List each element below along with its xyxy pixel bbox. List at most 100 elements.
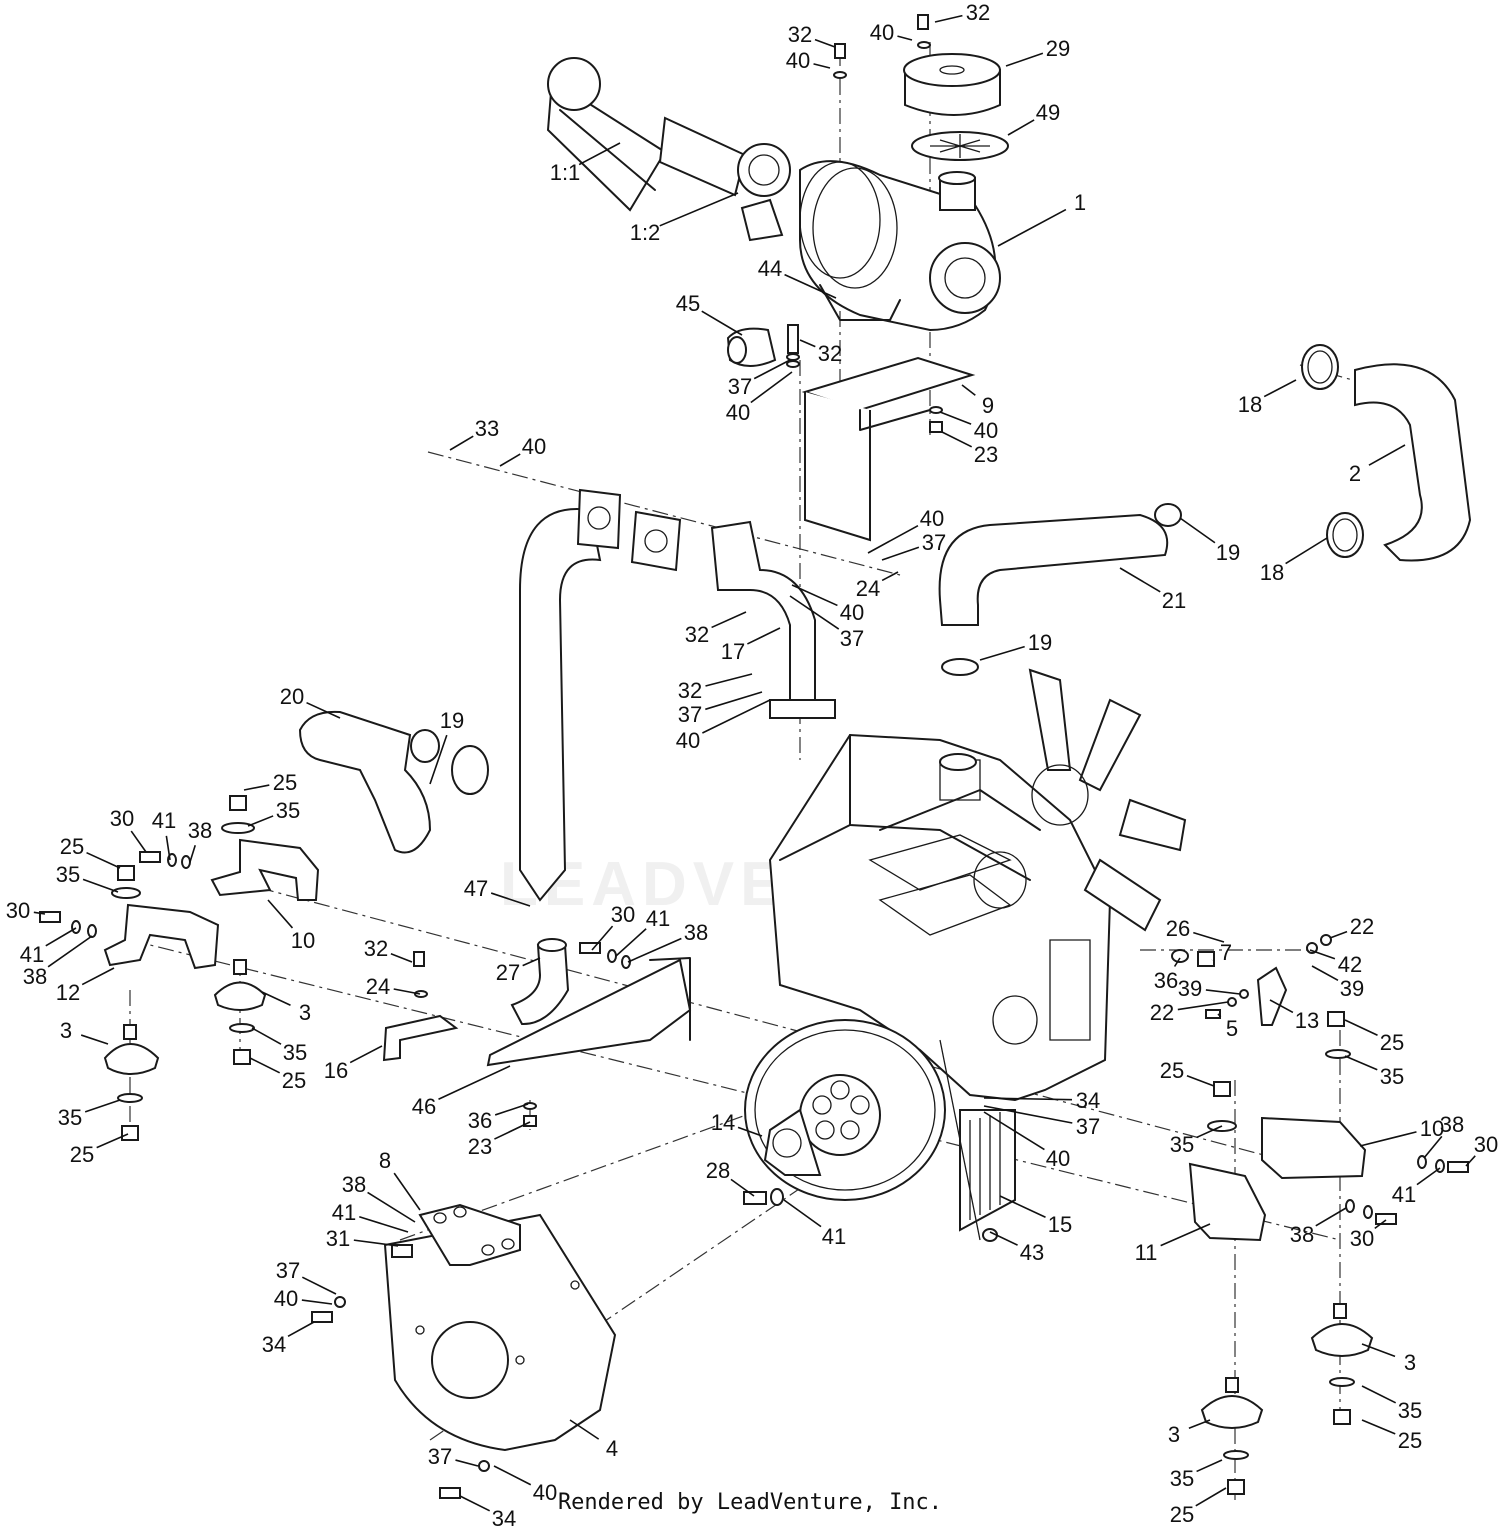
callout-leader-c9 — [997, 208, 1067, 247]
callout-label-c7: 1:1 — [550, 160, 581, 185]
callout-leader-c10 — [784, 273, 837, 299]
mounting-bracket-9 — [801, 356, 976, 542]
callout-leader-c11 — [701, 310, 743, 336]
callout-label-c80: 25 — [1160, 1058, 1184, 1083]
callout-leader-c84 — [1196, 1125, 1223, 1139]
callout-label-c84: 35 — [1170, 1132, 1194, 1157]
callout-leader-c106 — [1188, 1419, 1211, 1429]
callout-label-c70: 7 — [1220, 940, 1232, 965]
callout-leader-c30 — [711, 611, 747, 629]
callout-leader-c96 — [393, 1172, 421, 1211]
callout-leader-c88 — [1416, 1167, 1441, 1186]
callout-label-c82: 37 — [1076, 1114, 1100, 1139]
callout-leader-c97 — [367, 1191, 416, 1223]
callout-leader-c26 — [1179, 517, 1216, 544]
callout-label-c38: 25 — [273, 770, 297, 795]
callout-label-c6: 49 — [1036, 100, 1060, 125]
callout-leader-c34 — [705, 691, 763, 711]
callout-label-c29: 37 — [840, 626, 864, 651]
callout-leader-c53 — [627, 937, 682, 963]
callout-label-c63: 35 — [58, 1105, 82, 1130]
callout-leader-c35 — [702, 699, 771, 734]
callout-leader-c33 — [705, 673, 753, 687]
callout-leader-c66 — [494, 1121, 531, 1140]
callout-label-c78: 25 — [1380, 1030, 1404, 1055]
callout-leader-c42 — [189, 845, 196, 863]
callout-leader-c2 — [813, 63, 831, 69]
callout-label-c33: 32 — [678, 678, 702, 703]
callout-label-c27: 21 — [1162, 588, 1186, 613]
callout-label-c74: 39 — [1178, 976, 1202, 1001]
callout-label-c61: 16 — [324, 1058, 348, 1083]
callout-leader-c49 — [267, 899, 294, 929]
callout-label-c37: 19 — [440, 708, 464, 733]
callout-leader-c21 — [449, 435, 474, 451]
callout-label-c55: 24 — [366, 974, 390, 999]
callout-leader-c62 — [438, 1065, 511, 1100]
callout-leader-c81 — [983, 1097, 1073, 1101]
callout-label-c71: 42 — [1338, 952, 1362, 977]
callout-label-c54: 32 — [364, 936, 388, 961]
callout-leader-c64 — [96, 1133, 129, 1149]
callout-label-c22: 40 — [522, 434, 546, 459]
callout-leader-c36 — [306, 701, 341, 719]
callout-label-c59: 35 — [283, 1040, 307, 1065]
callout-label-c2: 40 — [786, 48, 810, 73]
callout-label-c72: 36 — [1154, 968, 1178, 993]
callout-leader-c41 — [165, 835, 171, 861]
callout-label-c101: 40 — [274, 1286, 298, 1311]
callout-label-c106: 3 — [1168, 1422, 1180, 1447]
air-cleaner-assembly — [546, 57, 1001, 367]
callout-leader-c93 — [1160, 1223, 1211, 1247]
callout-label-c100: 37 — [276, 1258, 300, 1283]
callout-label-c34: 37 — [678, 702, 702, 727]
callout-leader-c22 — [499, 453, 521, 467]
callout-leader-c85 — [1359, 1131, 1417, 1147]
callout-label-c18: 18 — [1238, 392, 1262, 417]
callout-leader-c77 — [1269, 999, 1294, 1014]
callout-leader-c83 — [983, 1111, 1045, 1151]
callout-label-c104: 35 — [1398, 1398, 1422, 1423]
callout-label-c108: 25 — [1170, 1502, 1194, 1527]
callout-label-c40: 30 — [110, 806, 134, 831]
callout-leader-c44 — [82, 878, 119, 893]
callout-label-c69: 22 — [1350, 914, 1374, 939]
callout-leader-c94 — [1315, 1207, 1347, 1227]
muffler-brackets — [382, 938, 692, 1127]
callout-leader-c12 — [799, 339, 816, 348]
callout-leader-c105 — [1361, 1419, 1396, 1435]
callout-label-c24: 37 — [922, 530, 946, 555]
callout-label-c26: 19 — [1216, 540, 1240, 565]
callout-label-c109: 4 — [606, 1436, 618, 1461]
callout-leader-c4 — [934, 14, 963, 23]
callout-leader-c31 — [747, 627, 781, 645]
callout-leader-c43 — [86, 851, 121, 869]
callout-leader-c107 — [1196, 1459, 1223, 1473]
callout-leader-c27 — [1119, 567, 1161, 593]
callout-leader-c108 — [1195, 1487, 1227, 1507]
callout-leader-c37 — [429, 734, 448, 785]
callout-label-c5: 29 — [1046, 36, 1070, 61]
footer-credit: Rendered by LeadVenture, Inc. — [557, 1490, 943, 1515]
callout-label-c43: 25 — [60, 834, 84, 859]
air-intake-hose-20 — [298, 710, 489, 854]
callout-leader-c32 — [979, 645, 1025, 661]
callout-leader-c20 — [1285, 537, 1328, 565]
callout-label-c83: 40 — [1046, 1146, 1070, 1171]
callout-leader-c71 — [1309, 949, 1336, 960]
callout-leader-c68 — [1193, 931, 1225, 943]
callout-label-c39: 35 — [276, 798, 300, 823]
callout-leader-c47 — [47, 935, 93, 968]
hardware-bolts-top — [786, 14, 931, 368]
callout-label-c35: 40 — [676, 728, 700, 753]
callout-label-c102: 34 — [262, 1332, 286, 1357]
callout-label-c51: 30 — [611, 902, 635, 927]
callout-leader-c90 — [783, 1199, 822, 1228]
callout-label-c3: 40 — [870, 20, 894, 45]
callout-label-c47: 38 — [23, 964, 47, 989]
callout-leader-c79 — [1344, 1055, 1378, 1071]
callout-label-c60: 25 — [282, 1068, 306, 1093]
callout-leader-c3 — [897, 35, 913, 41]
callout-label-c76: 5 — [1226, 1016, 1238, 1041]
